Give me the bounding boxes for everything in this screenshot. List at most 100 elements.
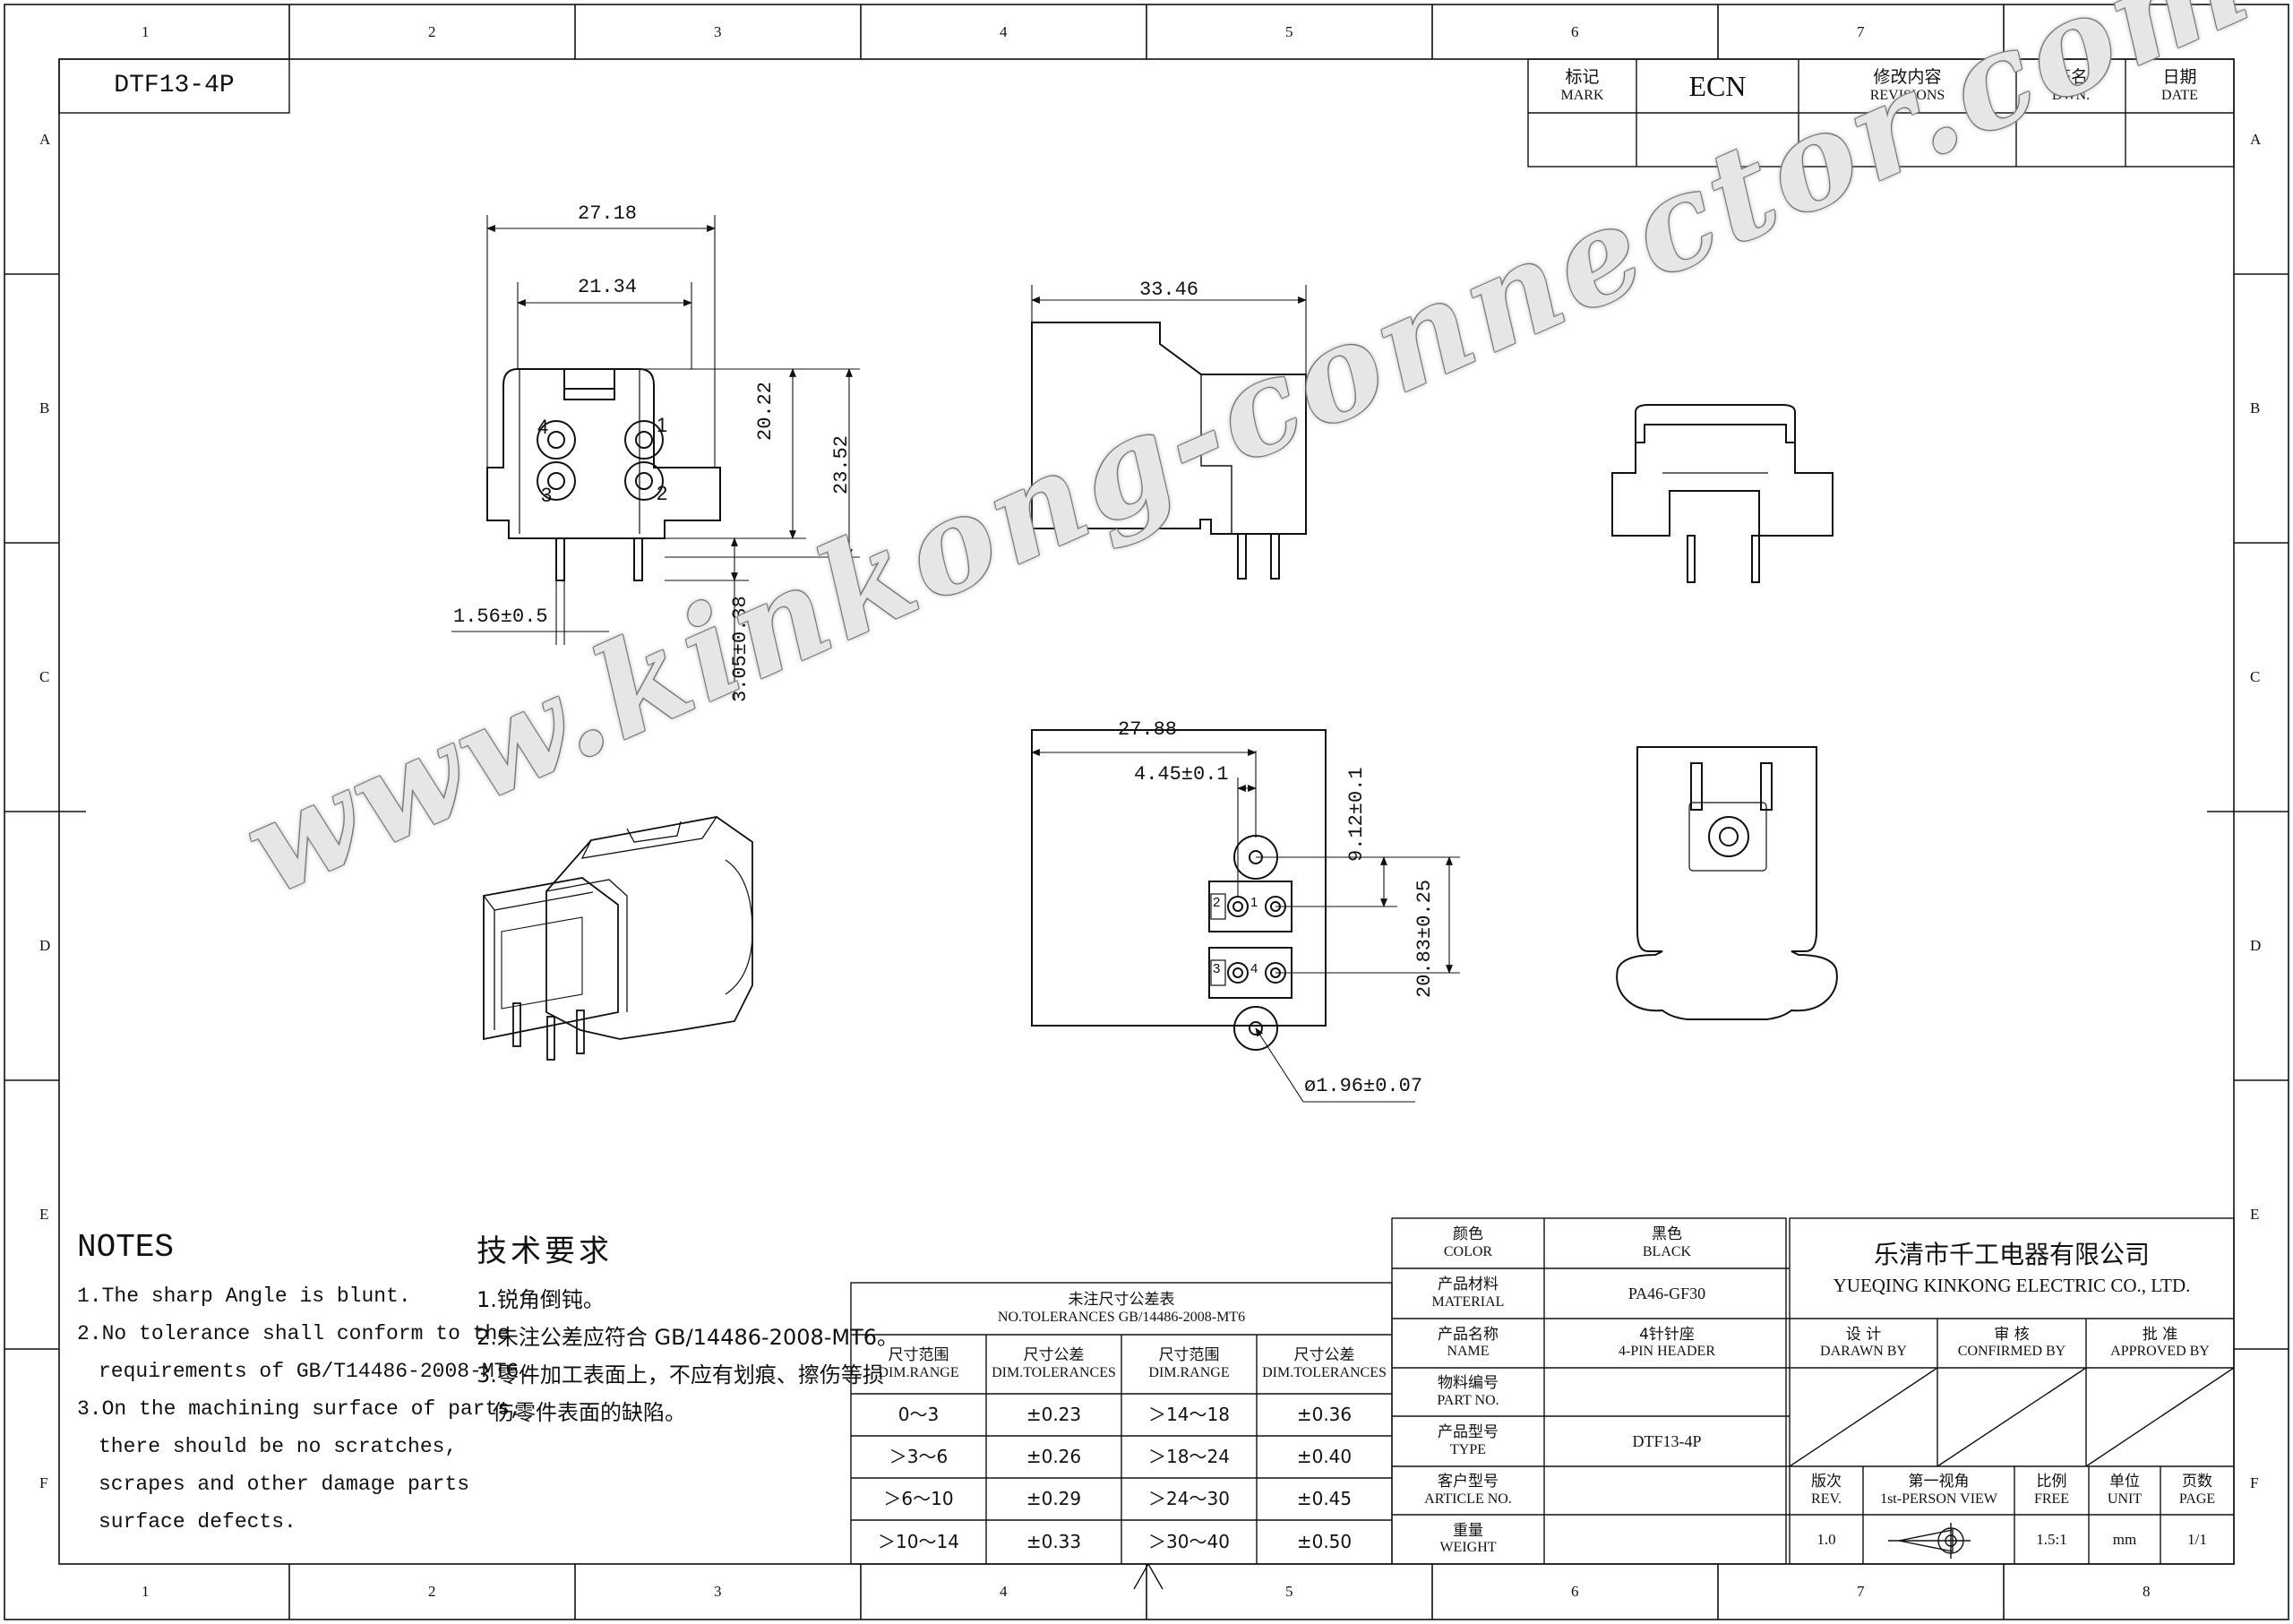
title-block-lines <box>1789 1217 2235 1565</box>
grid-row-f: F <box>39 1474 48 1491</box>
grid-row-e-right: E <box>2250 1206 2260 1223</box>
company-name-en: YUEQING KINKONG ELECTRIC CO., LTD. <box>1833 1275 2191 1297</box>
grid-col-1: 1 <box>142 23 150 40</box>
tolerance-header-en: DIM.RANGE <box>878 1364 959 1380</box>
grid-col-3: 3 <box>714 23 722 40</box>
tolerance-cell: ±0.40 <box>1296 1446 1353 1467</box>
spec-label-en: NAME <box>1447 1344 1490 1360</box>
footer-label-en: FREE <box>2033 1491 2070 1507</box>
grid-row-c: C <box>39 668 50 685</box>
rev-ecn-header: ECN <box>1688 69 1747 102</box>
tolerance-header-cn: 尺寸范围 <box>888 1346 949 1365</box>
approval-label-en: CONFIRMED BY <box>1957 1344 2066 1360</box>
note-line: 1.The sharp Angle is blunt. <box>77 1285 411 1308</box>
bottom-pin-label-3: 3 <box>1213 961 1221 976</box>
grid-col-3-bottom: 3 <box>714 1583 722 1600</box>
projection-symbol-icon <box>1888 1523 1971 1559</box>
tolerance-cell: ＞14～18 <box>1148 1404 1230 1425</box>
note-line: requirements of GB/T14486-2008-MT6. <box>99 1360 532 1383</box>
approval-label-en: DARAWN BY <box>1820 1344 1907 1360</box>
grid-row-c-right: C <box>2250 668 2261 685</box>
tolerance-table-lines <box>850 1282 1393 1565</box>
tech-requirements-heading: 技术要求 <box>477 1233 613 1269</box>
grid-row-d: D <box>39 937 51 954</box>
pin-label-4: 4 <box>537 416 549 438</box>
grid-col-2-bottom: 2 <box>428 1583 436 1600</box>
tech-req-line: 伤零件表面的缺陷。 <box>493 1400 686 1425</box>
grid-col-7-bottom: 7 <box>1857 1583 1865 1600</box>
rev-revisions-header: 修改内容 REVISIONS <box>1799 59 2016 113</box>
front-view-dims <box>451 215 860 699</box>
pin-label-2: 2 <box>657 482 668 504</box>
part-title-box <box>58 58 290 114</box>
footer-label-cn: 比例 <box>2036 1473 2067 1491</box>
rev-dwn-header: 签名 DWN. <box>2016 59 2126 113</box>
grid-col-7: 7 <box>1857 23 1865 40</box>
bottom-pin-label-1: 1 <box>1250 895 1258 910</box>
tolerance-header-cn: 尺寸公差 <box>1023 1346 1085 1365</box>
grid-row-e: E <box>39 1206 49 1223</box>
footer-label-en: 1st-PERSON VIEW <box>1880 1491 1997 1507</box>
tolerance-header-en: DIM.RANGE <box>1148 1364 1230 1380</box>
spec-value-en: BLACK <box>1642 1243 1692 1259</box>
revision-block <box>1527 58 2235 168</box>
note-line: 3.On the machining surface of parts, <box>77 1397 522 1421</box>
tolerance-cell: ＞30～40 <box>1148 1531 1230 1552</box>
grid-row-a: A <box>39 131 51 148</box>
approval-label-en: APPROVED BY <box>2110 1344 2210 1360</box>
tolerance-title-cn: 未注尺寸公差表 <box>1068 1291 1175 1310</box>
grid-col-6: 6 <box>1571 23 1579 40</box>
tolerance-cell: ±0.50 <box>1296 1531 1353 1552</box>
tech-req-line: 1.锐角倒钝。 <box>477 1287 605 1312</box>
footer-label-cn: 第一视角 <box>1908 1473 1970 1491</box>
grid-row-a-right: A <box>2250 131 2262 148</box>
notes-block: NOTES 1.The sharp Angle is blunt. 2.No t… <box>77 1225 531 1541</box>
dim-pin-pitch: 1.56±0.5 <box>453 606 548 628</box>
spec-value-cn: 4针针座 <box>1639 1325 1695 1344</box>
spec-label-cn: 产品名称 <box>1438 1325 1499 1344</box>
tolerance-header-cn: 尺寸公差 <box>1293 1346 1355 1365</box>
dim-side-length: 33.46 <box>1139 279 1199 301</box>
rev-mark-cn: 标记 <box>1565 66 1600 87</box>
rev-date-en: DATE <box>2161 87 2198 103</box>
dim-bottom-span: 20.83±0.25 <box>1413 879 1436 998</box>
footer-label-en: REV. <box>1811 1491 1842 1507</box>
tolerance-cell: ＞10～14 <box>878 1531 959 1552</box>
grid-col-8: 8 <box>2143 23 2151 40</box>
tech-req-line: 2.未注公差应符合 GB/14486-2008-MT6。 <box>477 1325 899 1350</box>
grid-col-2: 2 <box>428 23 436 40</box>
grid-row-b: B <box>39 400 50 417</box>
bottom-view-dims <box>1031 730 1460 1103</box>
spec-value-cn: 黑色 <box>1652 1225 1682 1244</box>
footer-label-cn: 单位 <box>2109 1473 2140 1491</box>
footer-page-value: 1/1 <box>2187 1530 2207 1548</box>
tolerance-cell: 0～3 <box>897 1404 940 1425</box>
tolerance-title-en: NO.TOLERANCES GB/14486-2008-MT6 <box>997 1309 1246 1325</box>
spec-article-value <box>1544 1466 1790 1515</box>
side-view <box>1031 322 1307 580</box>
tolerance-cell: ＞24～30 <box>1148 1488 1230 1509</box>
grid-row-d-right: D <box>2250 937 2262 954</box>
tolerance-cell: ±0.36 <box>1296 1404 1353 1425</box>
rev-date-cn: 日期 <box>2162 66 2197 87</box>
spec-label-cn: 客户型号 <box>1438 1473 1499 1491</box>
footer-label-en: PAGE <box>2178 1491 2216 1507</box>
tolerance-header-cn: 尺寸范围 <box>1158 1346 1220 1365</box>
tolerance-cell: ±0.29 <box>1026 1488 1082 1509</box>
spec-label-cn: 颜色 <box>1453 1225 1483 1244</box>
top-view <box>1611 404 1834 583</box>
